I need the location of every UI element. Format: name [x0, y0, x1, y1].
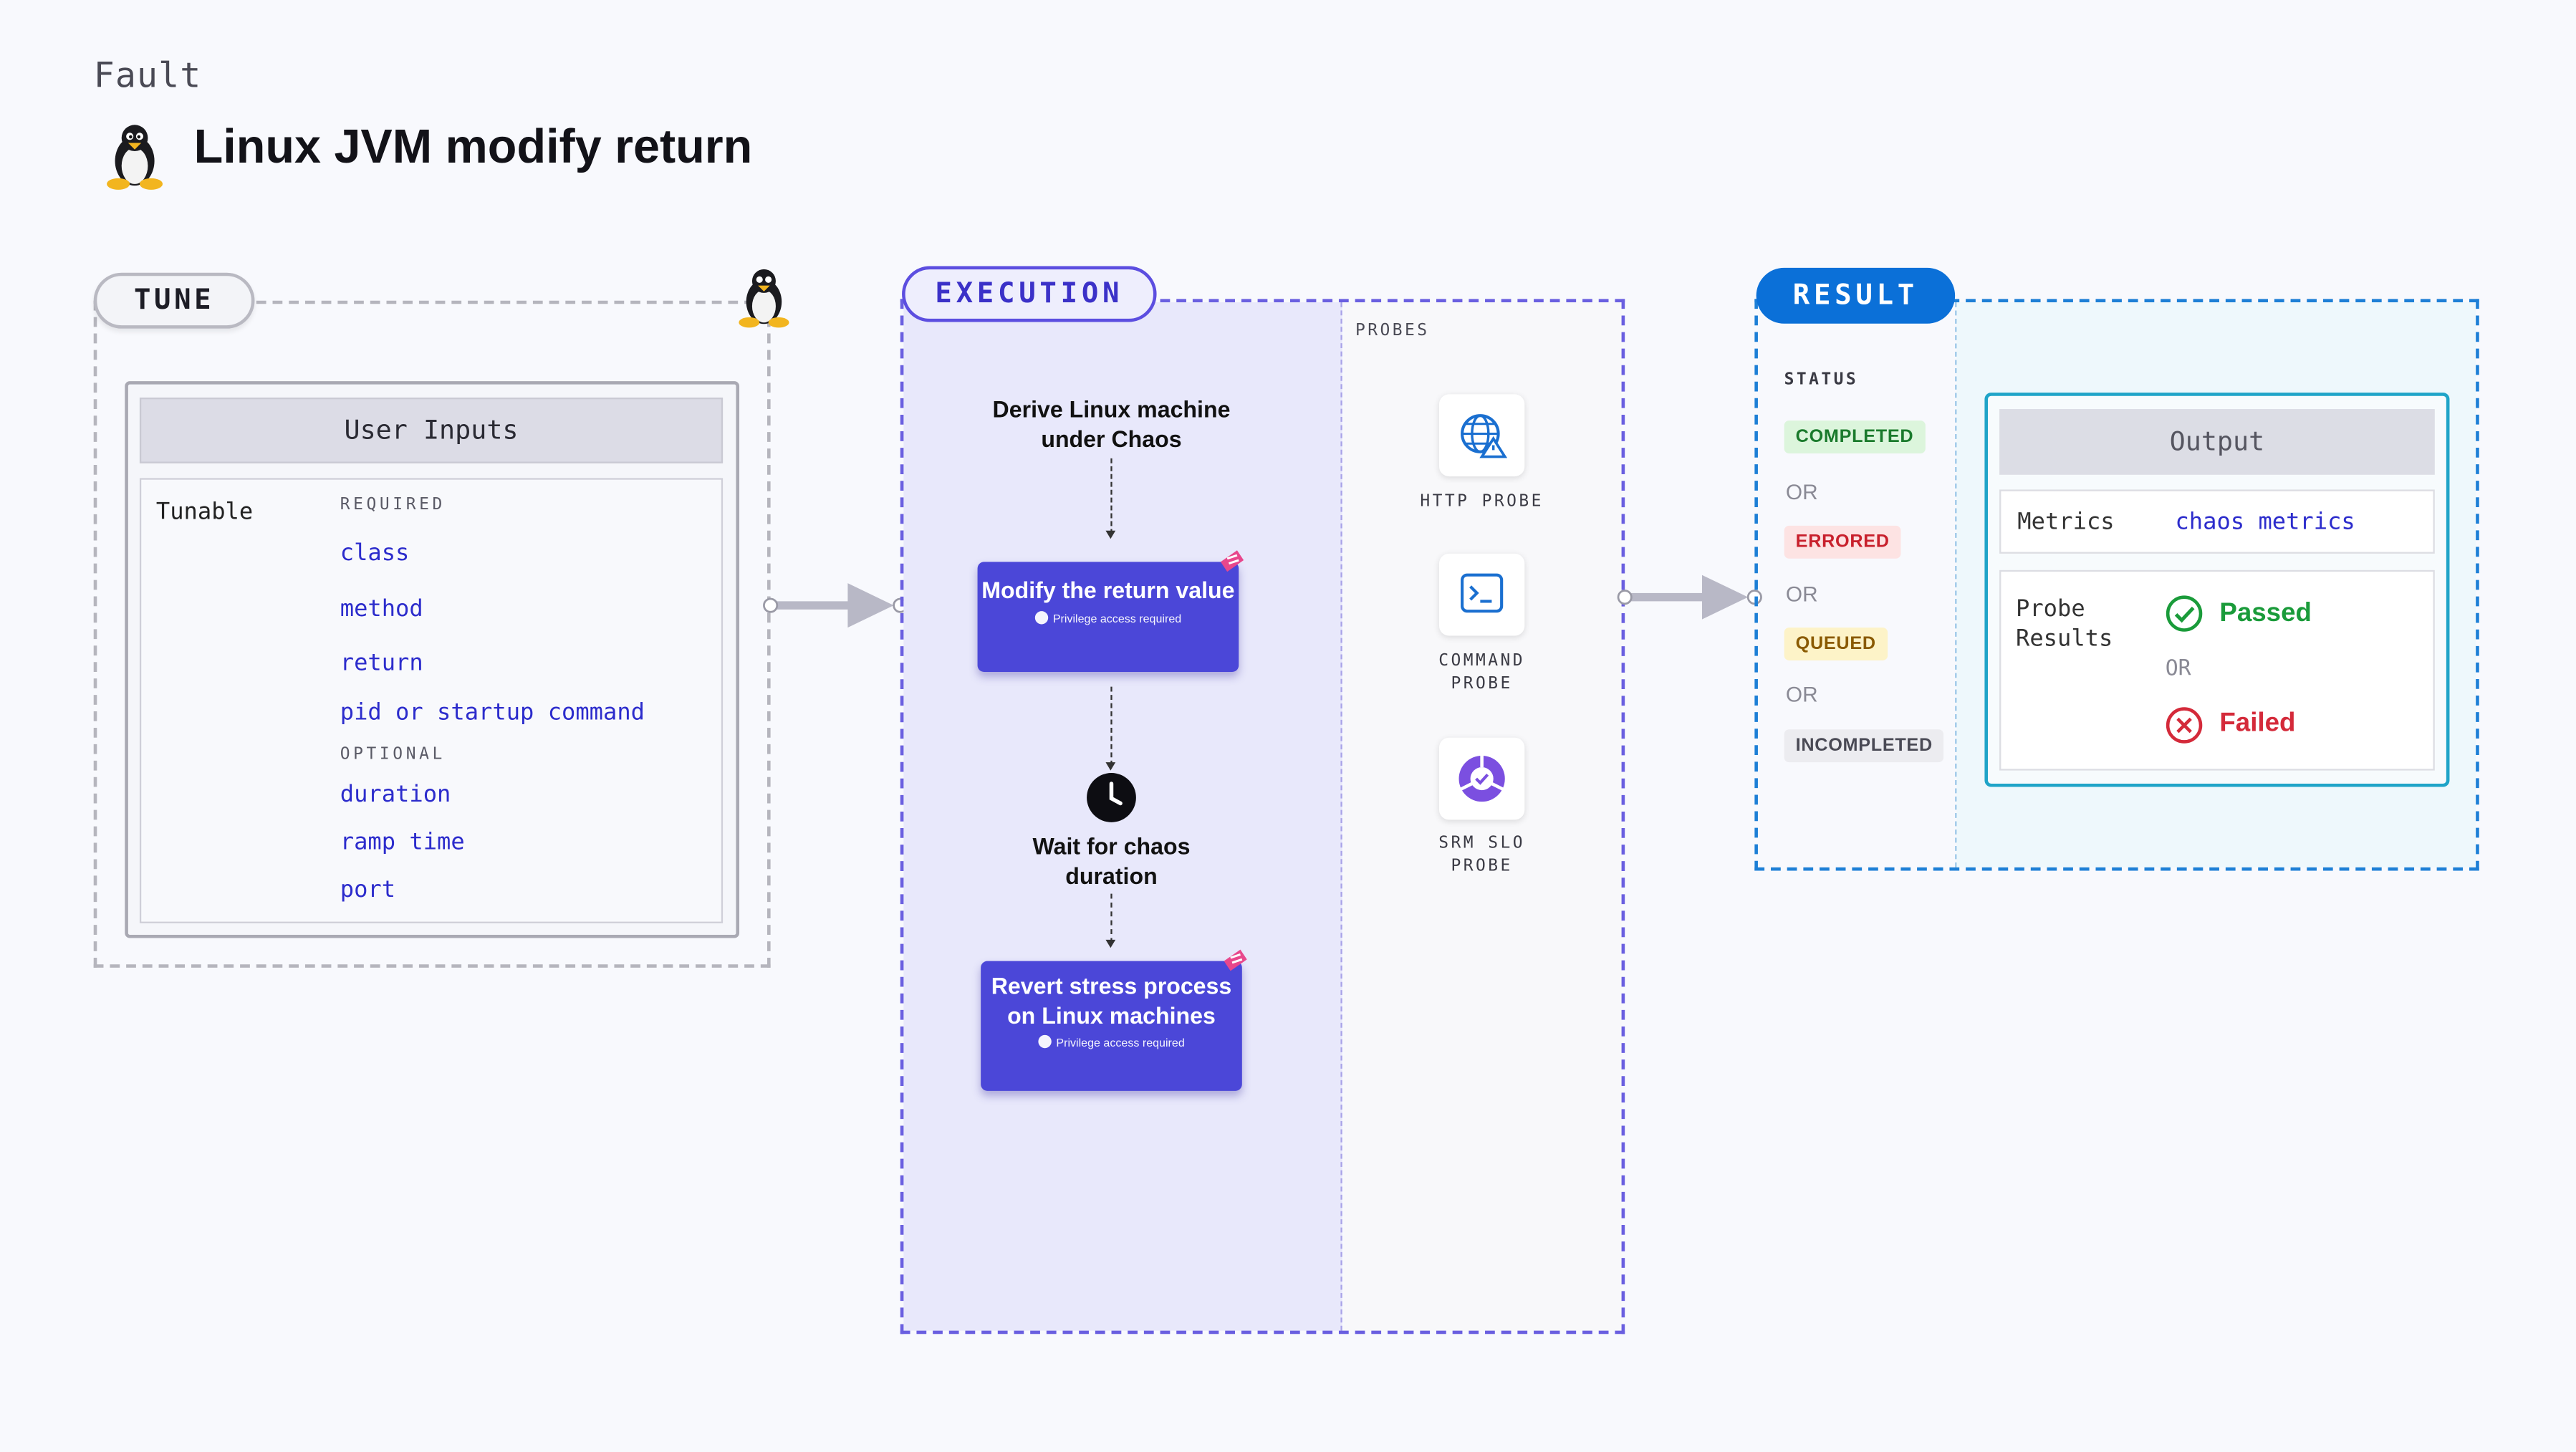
or-separator: OR — [1785, 681, 1818, 707]
status-badge-incompleted: INCOMPLETED — [1784, 729, 1944, 763]
privilege-note: Privilege access required — [978, 610, 1239, 625]
http-probe-card — [1439, 394, 1525, 477]
output-title: Output — [1999, 409, 2435, 475]
check-circle-icon — [2166, 595, 2203, 640]
flow-connector — [1110, 893, 1112, 943]
linux-penguin-icon — [734, 266, 794, 337]
result-panel — [1754, 299, 2479, 871]
page-title: Linux JVM modify return — [193, 121, 753, 175]
status-label: STATUS — [1784, 371, 1859, 390]
command-probe-label: COMMAND PROBE — [1438, 652, 1526, 693]
status-badge-completed: COMPLETED — [1784, 420, 1926, 453]
status-badge-errored: ERRORED — [1784, 525, 1901, 559]
user-inputs-title: User Inputs — [139, 398, 724, 463]
optional-label: OPTIONAL — [340, 746, 446, 764]
param-ramp-time: ramp time — [340, 830, 465, 856]
step-modify-return-title: Modify the return value — [981, 576, 1235, 603]
flow-arrow — [1617, 570, 1768, 634]
probes-label: PROBES — [1355, 322, 1430, 340]
execution-label: EXECUTION — [902, 266, 1157, 322]
command-probe-card — [1439, 553, 1525, 636]
x-circle-icon — [2166, 706, 2203, 752]
wait-duration-text: Wait for chaos duration — [1032, 832, 1191, 889]
slo-gauge-icon — [1458, 755, 1506, 802]
privilege-text: Privilege access required — [1052, 613, 1182, 625]
probe-results-label: Probe Results — [2016, 596, 2113, 653]
metrics-row — [1999, 489, 2435, 554]
tune-panel — [93, 300, 771, 968]
step-revert-stress: Revert stress process on Linux machines … — [981, 961, 1242, 1091]
step-revert-stress-title: Revert stress process on Linux machines — [991, 972, 1232, 1028]
metrics-value: chaos metrics — [2175, 509, 2355, 536]
chaos-tag-icon — [1217, 547, 1246, 585]
execution-panel — [900, 299, 1625, 1335]
flow-connector — [1110, 686, 1112, 766]
result-divider — [1955, 302, 1957, 867]
srm-slo-probe-card — [1439, 737, 1525, 820]
flow-arrow — [762, 578, 913, 642]
srm-slo-probe-label: SRM SLO PROBE — [1438, 835, 1526, 876]
required-label: REQUIRED — [340, 496, 446, 514]
lock-icon — [1038, 1034, 1052, 1049]
probe-results-row — [1999, 569, 2435, 771]
metrics-label: Metrics — [2017, 509, 2115, 536]
terminal-icon — [1461, 573, 1504, 613]
result-label: RESULT — [1756, 267, 1956, 324]
flow-connector — [1110, 458, 1112, 534]
or-separator: OR — [1785, 581, 1818, 607]
tune-label: TUNE — [93, 272, 255, 329]
lock-icon — [1034, 610, 1048, 624]
param-class: class — [340, 540, 410, 567]
tunable-label: Tunable — [155, 499, 254, 526]
clock-icon — [1086, 772, 1137, 832]
param-return: return — [340, 650, 423, 677]
chaos-tag-icon — [1221, 946, 1250, 984]
linux-penguin-icon — [102, 122, 168, 199]
globe-warning-icon — [1461, 414, 1508, 458]
param-pid-or-startup-command: pid or startup command — [340, 699, 645, 726]
derive-machine-text: Derive Linux machine under Chaos — [992, 395, 1231, 452]
status-badge-queued: QUEUED — [1784, 628, 1888, 660]
user-inputs-body — [139, 478, 724, 923]
or-separator: OR — [2165, 657, 2191, 682]
flow-connector-head — [1105, 530, 1116, 539]
privilege-text: Privilege access required — [1056, 1038, 1185, 1050]
probe-passed: Passed — [2219, 600, 2312, 628]
param-method: method — [340, 596, 423, 623]
execution-divider — [1340, 302, 1342, 1331]
privilege-note: Privilege access required — [981, 1034, 1242, 1050]
param-duration: duration — [340, 782, 451, 809]
param-port: port — [340, 877, 396, 904]
http-probe-label: HTTP PROBE — [1420, 493, 1544, 511]
page-kicker: Fault — [93, 55, 202, 96]
flow-connector-head — [1105, 762, 1116, 771]
flow-connector-head — [1105, 939, 1116, 948]
or-separator: OR — [1785, 479, 1818, 505]
step-modify-return: Modify the return value Privilege access… — [977, 562, 1239, 673]
probe-failed: Failed — [2219, 709, 2296, 738]
